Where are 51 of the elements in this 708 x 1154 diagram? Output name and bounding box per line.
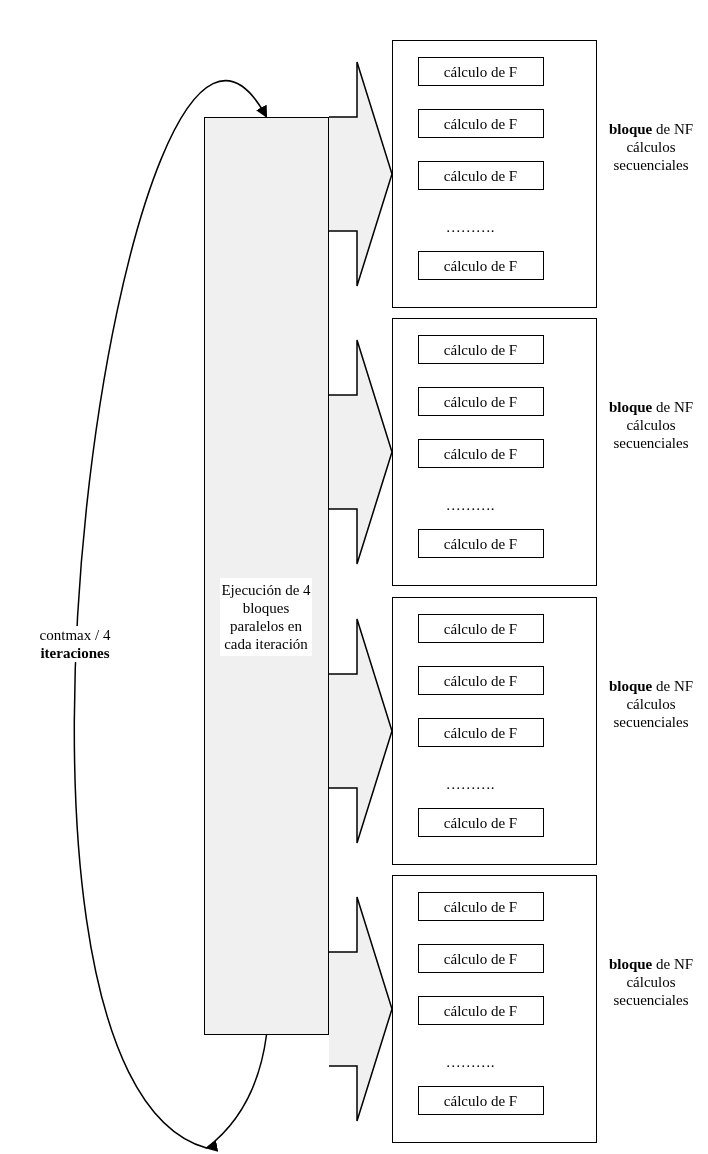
block-arrow xyxy=(328,61,393,287)
node-label: cálculo de F xyxy=(442,392,519,411)
process-box xyxy=(417,160,544,190)
block-frame xyxy=(392,318,597,586)
process-box xyxy=(417,943,544,973)
process-box xyxy=(417,108,544,138)
process-box xyxy=(417,334,544,364)
node-label: cálculo de F xyxy=(442,723,519,742)
block-caption: bloque de NF cálculos secuenciales xyxy=(607,955,695,1009)
block-arrow xyxy=(328,339,393,565)
block-caption: bloque de NF cálculos secuenciales xyxy=(607,398,695,452)
process-box xyxy=(417,807,544,837)
process-box xyxy=(417,613,544,643)
process-box xyxy=(417,56,544,86)
process-box xyxy=(417,995,544,1025)
block-frame xyxy=(392,40,597,308)
block-arrow xyxy=(328,896,393,1122)
process-box xyxy=(417,717,544,747)
block-caption: bloque de NF cálculos secuenciales xyxy=(607,120,695,174)
process-box xyxy=(417,438,544,468)
ellipsis-text: ………. xyxy=(444,496,496,514)
node-label: cálculo de F xyxy=(442,256,519,275)
node-label: cálculo de F xyxy=(442,671,519,690)
block-frame xyxy=(392,597,597,865)
node-label: cálculo de F xyxy=(442,619,519,638)
node-label: cálculo de F xyxy=(442,949,519,968)
process-box xyxy=(417,665,544,695)
process-box xyxy=(417,528,544,558)
node-label: cálculo de F xyxy=(442,534,519,553)
block-frame xyxy=(392,875,597,1143)
node-label: cálculo de F xyxy=(442,444,519,463)
ellipsis-text: ………. xyxy=(444,775,496,793)
node-label: cálculo de F xyxy=(442,340,519,359)
process-box xyxy=(417,1085,544,1115)
node-label: cálculo de F xyxy=(442,1001,519,1020)
process-box xyxy=(417,250,544,280)
node-label: cálculo de F xyxy=(442,166,519,185)
node-label: Ejecución de 4 bloques paralelos en cada iteración xyxy=(220,578,312,656)
process-box xyxy=(417,386,544,416)
node-label: cálculo de F xyxy=(442,897,519,916)
block-arrow xyxy=(328,618,393,844)
loop-arrow xyxy=(73,79,268,1152)
node-label: cálculo de F xyxy=(442,1091,519,1110)
process-box xyxy=(417,891,544,921)
ellipsis-text: ………. xyxy=(444,1053,496,1071)
block-caption: bloque de NF cálculos secuenciales xyxy=(607,677,695,731)
process-box xyxy=(204,117,329,1035)
node-label: cálculo de F xyxy=(442,114,519,133)
ellipsis-text: ………. xyxy=(444,218,496,236)
node-label: cálculo de F xyxy=(442,813,519,832)
node-label: cálculo de F xyxy=(442,62,519,81)
